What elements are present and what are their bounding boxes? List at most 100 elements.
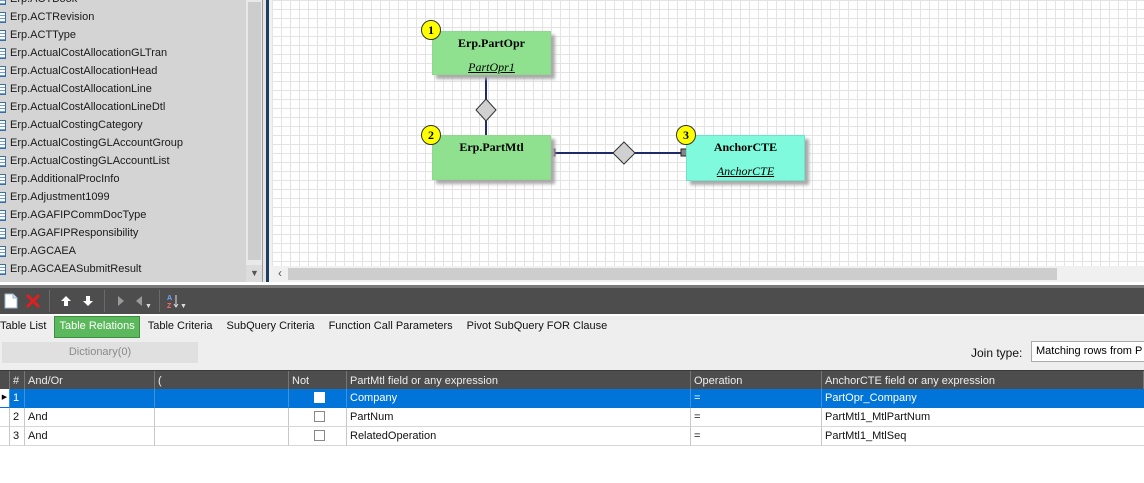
header-not[interactable]: Not [289, 371, 347, 389]
table-list-item[interactable]: Erp.AdditionalProcInfo [0, 170, 246, 188]
node-alias[interactable]: AnchorCTE [716, 164, 775, 178]
criteria-tabs: Table List Table Relations Table Criteri… [0, 316, 1144, 338]
dropdown-arrow-icon[interactable]: ▼ [180, 302, 187, 310]
table-list-item[interactable]: Erp.Adjustment1099 [0, 188, 246, 206]
tab-function-call-parameters[interactable]: Function Call Parameters [328, 320, 453, 332]
relation-diamond-1-2[interactable] [475, 98, 497, 122]
paren-cell[interactable] [155, 389, 289, 408]
table-list-item-label: Erp.AdditionalProcInfo [10, 173, 120, 185]
paren-cell[interactable] [155, 427, 289, 446]
scroll-left-arrow-icon[interactable]: ‹ [278, 266, 282, 280]
table-icon [0, 155, 6, 167]
header-num[interactable]: # [10, 371, 25, 389]
table-list-scrollbar[interactable]: ▼ [246, 0, 262, 282]
tab-table-list[interactable]: Table List [0, 320, 47, 332]
partmtl-field-cell[interactable]: PartNum [347, 408, 691, 427]
table-icon [0, 137, 6, 149]
indent-left-icon[interactable]: ▼ [132, 289, 154, 313]
table-list-item[interactable]: Erp.ActualCostAllocationGLTran [0, 44, 246, 62]
row-indicator[interactable] [0, 427, 10, 446]
table-list-item[interactable]: Erp.AGCAEASubmitResult [0, 260, 246, 278]
table-icon [0, 65, 6, 77]
delete-icon[interactable] [22, 289, 44, 313]
table-icon [0, 119, 6, 131]
table-list-item[interactable]: Erp.ActualCostingGLAccountGroup [0, 134, 246, 152]
tab-pivot-subquery-for-clause[interactable]: Pivot SubQuery FOR Clause [466, 320, 608, 332]
grid-header: # And/Or ( Not PartMtl field or any expr… [0, 370, 1144, 389]
toolbar-separator [104, 290, 105, 312]
scrollbar-thumb[interactable] [288, 268, 1057, 280]
table-list-item[interactable]: Erp.ActualCostingGLAccountList [0, 152, 246, 170]
table-list-item[interactable]: Erp.ActualCostAllocationLineDtl [0, 98, 246, 116]
svg-text:Z: Z [167, 303, 172, 309]
not-checkbox[interactable] [314, 411, 325, 422]
table-list-item-label: Erp.ActualCostingCategory [10, 119, 143, 131]
partmtl-field-cell[interactable]: Company [347, 389, 691, 408]
table-node-anchorcte[interactable]: AnchorCTE AnchorCTE [686, 135, 805, 181]
diagram-horizontal-scrollbar[interactable]: ‹ [272, 266, 1144, 282]
header-anchorcte-field[interactable]: AnchorCTE field or any expression [822, 371, 1144, 389]
table-list-item[interactable]: Erp.ACTRevision [0, 8, 246, 26]
current-row-arrow-icon: ▶ [0, 389, 10, 408]
node-alias[interactable]: PartOpr1 [468, 60, 515, 74]
node-number-badge: 1 [421, 20, 441, 40]
partmtl-field-cell[interactable]: RelatedOperation [347, 427, 691, 446]
operation-cell[interactable]: = [691, 408, 822, 427]
new-icon[interactable] [0, 289, 22, 313]
move-down-icon[interactable] [77, 289, 99, 313]
table-list-item[interactable]: Erp.ActualCostAllocationHead [0, 62, 246, 80]
node-title: Erp.PartOpr [458, 36, 525, 50]
indent-right-icon[interactable] [110, 289, 132, 313]
tab-table-relations[interactable]: Table Relations [54, 316, 140, 338]
operation-cell[interactable]: = [691, 389, 822, 408]
table-node-partopr[interactable]: Erp.PartOpr PartOpr1 [432, 31, 551, 75]
operation-cell[interactable]: = [691, 427, 822, 446]
paren-cell[interactable] [155, 408, 289, 427]
row-number: 3 [10, 427, 25, 446]
table-list-item-label: Erp.ActualCostAllocationLine [10, 83, 152, 95]
panel-splitter[interactable] [263, 0, 272, 282]
scrollbar-thumb[interactable] [248, 2, 261, 260]
header-paren[interactable]: ( [155, 371, 289, 389]
not-checkbox-cell[interactable] [289, 389, 347, 408]
table-list-item[interactable]: Erp.AGCAEA [0, 242, 246, 260]
dropdown-arrow-icon[interactable]: ▼ [145, 302, 152, 310]
and-or-cell[interactable]: And [25, 408, 155, 427]
table-icon [0, 29, 6, 41]
table-list-item[interactable]: Erp.AGAFIPResponsibility [0, 224, 246, 242]
scroll-down-arrow-icon[interactable]: ▼ [246, 265, 262, 282]
table-list: Erp.ACTBookErp.ACTRevisionErp.ACTTypeErp… [0, 0, 246, 278]
table-list-item[interactable]: Erp.AGAFIPCommDocType [0, 206, 246, 224]
table-list-item[interactable]: Erp.ActualCostingCategory [0, 116, 246, 134]
move-up-icon[interactable] [55, 289, 77, 313]
not-checkbox-cell[interactable] [289, 408, 347, 427]
header-and-or[interactable]: And/Or [25, 371, 155, 389]
tab-table-criteria[interactable]: Table Criteria [147, 320, 213, 332]
header-operation[interactable]: Operation [691, 371, 822, 389]
node-title: Erp.PartMtl [459, 140, 524, 154]
join-type-select[interactable]: Matching rows from P [1031, 341, 1144, 362]
relation-diamond-2-3[interactable] [612, 141, 636, 165]
anchorcte-field-cell[interactable]: PartMtl1_MtlSeq [822, 427, 1144, 446]
table-list-item[interactable]: Erp.ACTType [0, 26, 246, 44]
not-checkbox[interactable] [314, 430, 325, 441]
anchorcte-field-cell[interactable]: PartOpr_Company [822, 389, 1144, 408]
dictionary-button[interactable]: Dictionary(0) [2, 342, 198, 363]
not-checkbox-cell[interactable] [289, 427, 347, 446]
row-indicator[interactable] [0, 408, 10, 427]
tab-subquery-criteria[interactable]: SubQuery Criteria [226, 320, 315, 332]
header-partmtl-field[interactable]: PartMtl field or any expression [347, 371, 691, 389]
and-or-cell[interactable]: And [25, 427, 155, 446]
and-or-cell[interactable] [25, 389, 155, 408]
anchorcte-field-cell[interactable]: PartMtl1_MtlPartNum [822, 408, 1144, 427]
not-checkbox[interactable] [314, 392, 325, 403]
table-node-partmtl[interactable]: Erp.PartMtl [432, 135, 551, 180]
table-list-item[interactable]: Erp.ACTBook [0, 0, 246, 8]
table-list-item[interactable]: Erp.ActualCostAllocationLine [0, 80, 246, 98]
